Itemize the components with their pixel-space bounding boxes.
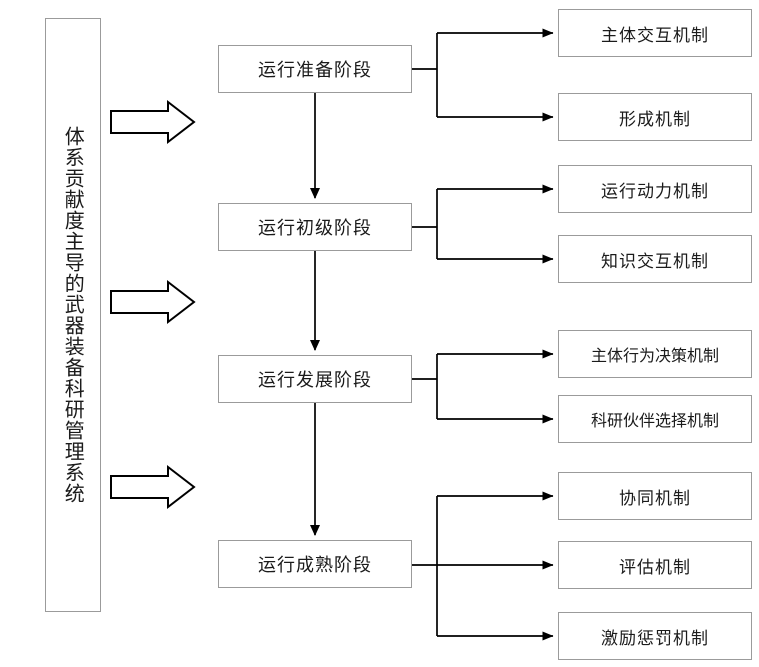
stage-box-3[interactable]: 运行发展阶段 [218,355,412,403]
mechanism-box-2-2-label: 知识交互机制 [601,251,709,272]
mechanism-box-4-2-label: 评估机制 [619,557,691,578]
mechanism-box-2-1-label: 运行动力机制 [601,181,709,202]
mechanism-box-3-2-label: 科研伙伴选择机制 [590,411,719,430]
stage-box-1[interactable]: 运行准备阶段 [218,45,412,93]
mechanism-box-1-1[interactable]: 主体交互机制 [558,9,752,57]
mechanism-box-2-2[interactable]: 知识交互机制 [558,235,752,283]
mechanism-box-1-1-label: 主体交互机制 [601,25,709,46]
mechanism-box-4-1[interactable]: 协同机制 [558,472,752,520]
block-arrow-1-icon [110,99,196,145]
branch-connector-2 [412,184,554,264]
mechanism-box-1-2-label: 形成机制 [619,109,691,130]
system-box-label: 体系贡献度主导的武器装备科研管理系统 [61,126,86,504]
stage-box-4[interactable]: 运行成熟阶段 [218,540,412,588]
branch-connector-3 [412,349,554,424]
system-box[interactable]: 体系贡献度主导的武器装备科研管理系统 [45,18,101,612]
mechanism-box-4-2[interactable]: 评估机制 [558,541,752,589]
mechanism-box-3-1[interactable]: 主体行为决策机制 [558,330,752,378]
stage-box-1-label: 运行准备阶段 [258,60,372,81]
stage-box-3-label: 运行发展阶段 [258,370,372,391]
mechanism-box-3-2[interactable]: 科研伙伴选择机制 [558,395,752,443]
block-arrow-2-icon [110,279,196,325]
mechanism-box-1-2[interactable]: 形成机制 [558,93,752,141]
branch-connector-1 [412,28,554,122]
mechanism-box-4-3[interactable]: 激励惩罚机制 [558,612,752,660]
branch-connector-4 [412,491,554,641]
mechanism-box-3-1-label: 主体行为决策机制 [590,346,719,365]
stage-box-2[interactable]: 运行初级阶段 [218,203,412,251]
mechanism-box-4-3-label: 激励惩罚机制 [601,628,709,649]
mechanism-box-2-1[interactable]: 运行动力机制 [558,165,752,213]
stage-box-2-label: 运行初级阶段 [258,218,372,239]
stage-box-4-label: 运行成熟阶段 [258,555,372,576]
block-arrow-3-icon [110,464,196,510]
mechanism-box-4-1-label: 协同机制 [619,488,691,509]
